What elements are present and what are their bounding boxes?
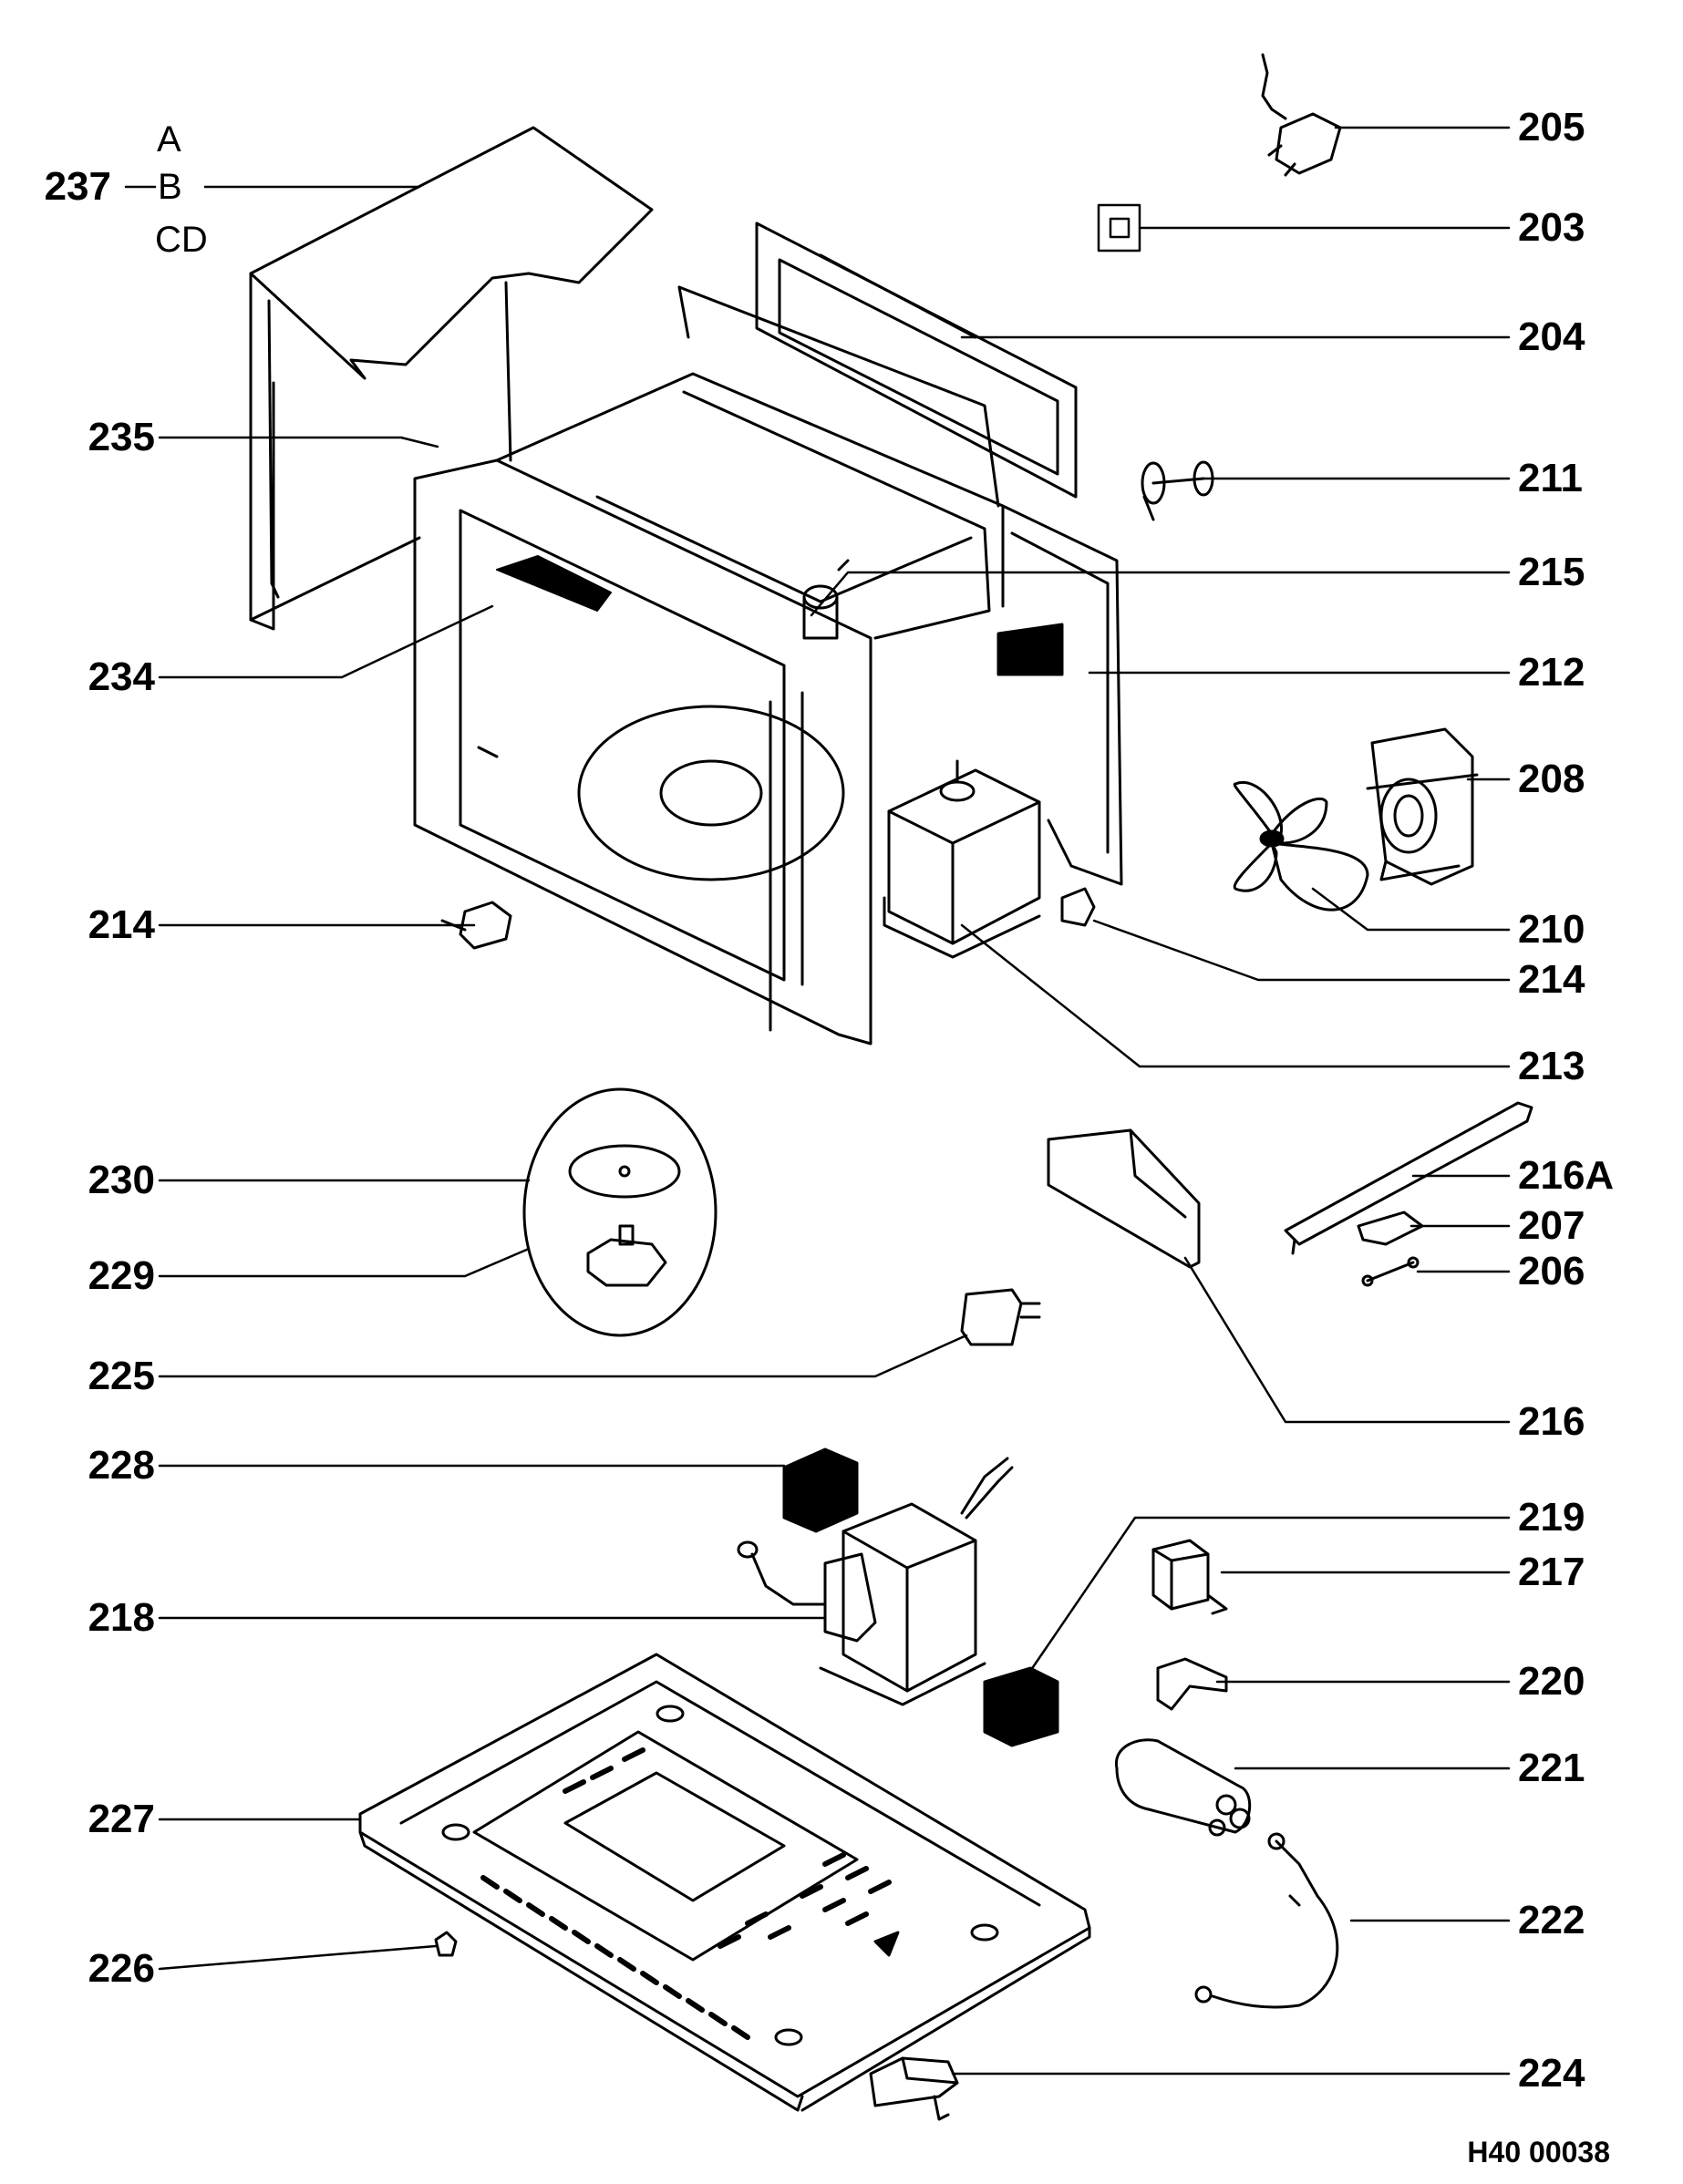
callout-220: 220	[1518, 1659, 1585, 1704]
foot-226	[434, 1931, 458, 1957]
callout-226: 226	[88, 1946, 155, 1991]
oven-cavity	[413, 285, 1123, 1046]
rear-panel	[755, 221, 1078, 499]
leader-lines	[124, 126, 1511, 2076]
switch-214-right	[1060, 887, 1096, 927]
callout-212: 212	[1518, 650, 1585, 695]
callout-234: 234	[88, 654, 155, 699]
callout-222: 222	[1518, 1898, 1585, 1942]
filter-block-228	[782, 1447, 859, 1533]
callout-224: 224	[1518, 2051, 1585, 2096]
variant-label-b: B	[158, 167, 182, 207]
callout-207: 207	[1518, 1203, 1585, 1248]
callout-210: 210	[1518, 907, 1585, 952]
fuse-206	[1361, 1256, 1420, 1287]
component-212	[996, 623, 1064, 676]
callout-229: 229	[88, 1253, 155, 1298]
variant-label-cd: CD	[155, 220, 208, 260]
relay-217	[1151, 1539, 1228, 1615]
capacitor-221	[1115, 1738, 1252, 1837]
bracket-220	[1156, 1657, 1228, 1711]
fan-motor-208	[1366, 727, 1479, 886]
fuse-holder-207	[1357, 1210, 1424, 1246]
filter-block-219	[983, 1666, 1059, 1747]
callout-214-right: 214	[1518, 957, 1585, 1002]
callout-219: 219	[1518, 1495, 1585, 1540]
base-plate-227	[358, 1653, 1091, 2112]
thermostat-215	[802, 559, 850, 640]
turntable-set	[522, 1087, 718, 1337]
variant-label-a: A	[157, 119, 181, 160]
grill-mesh-234	[496, 555, 612, 612]
callout-216A: 216A	[1518, 1153, 1615, 1198]
plug-205	[1261, 53, 1342, 177]
cover-panel	[249, 126, 654, 631]
connector-225	[960, 1288, 1041, 1346]
callout-215: 215	[1518, 550, 1585, 594]
transformer-218	[737, 1457, 1014, 1706]
rail-216A	[1284, 1101, 1533, 1255]
callout-204: 204	[1518, 314, 1585, 359]
latch-211	[1141, 460, 1214, 521]
magnetron-213	[883, 759, 1041, 959]
callout-230: 230	[88, 1158, 155, 1202]
callout-208: 208	[1518, 757, 1585, 801]
callout-237: 237	[44, 164, 111, 209]
callout-221: 221	[1518, 1746, 1585, 1790]
callout-218: 218	[88, 1595, 155, 1640]
fuse-203	[1097, 203, 1141, 252]
callout-205: 205	[1518, 105, 1585, 149]
callout-203: 203	[1518, 205, 1585, 250]
callout-214-left: 214	[88, 902, 155, 947]
switch-214-left	[459, 901, 512, 950]
callout-216: 216	[1518, 1399, 1585, 1444]
cable-222	[1194, 1832, 1339, 2009]
callout-228: 228	[88, 1443, 155, 1488]
vent-slots-227	[480, 1747, 892, 2040]
callout-235: 235	[88, 415, 155, 459]
callout-217: 217	[1518, 1550, 1585, 1594]
callout-211: 211	[1518, 456, 1583, 500]
callout-227: 227	[88, 1797, 155, 1841]
callout-213: 213	[1518, 1044, 1585, 1088]
callout-206: 206	[1518, 1249, 1585, 1293]
bracket-216	[1047, 1128, 1201, 1269]
reference-code: H40 00038	[1467, 2136, 1610, 2169]
switch-224	[869, 2056, 959, 2121]
fan-blade-210	[1233, 780, 1369, 912]
callout-225: 225	[88, 1354, 155, 1398]
